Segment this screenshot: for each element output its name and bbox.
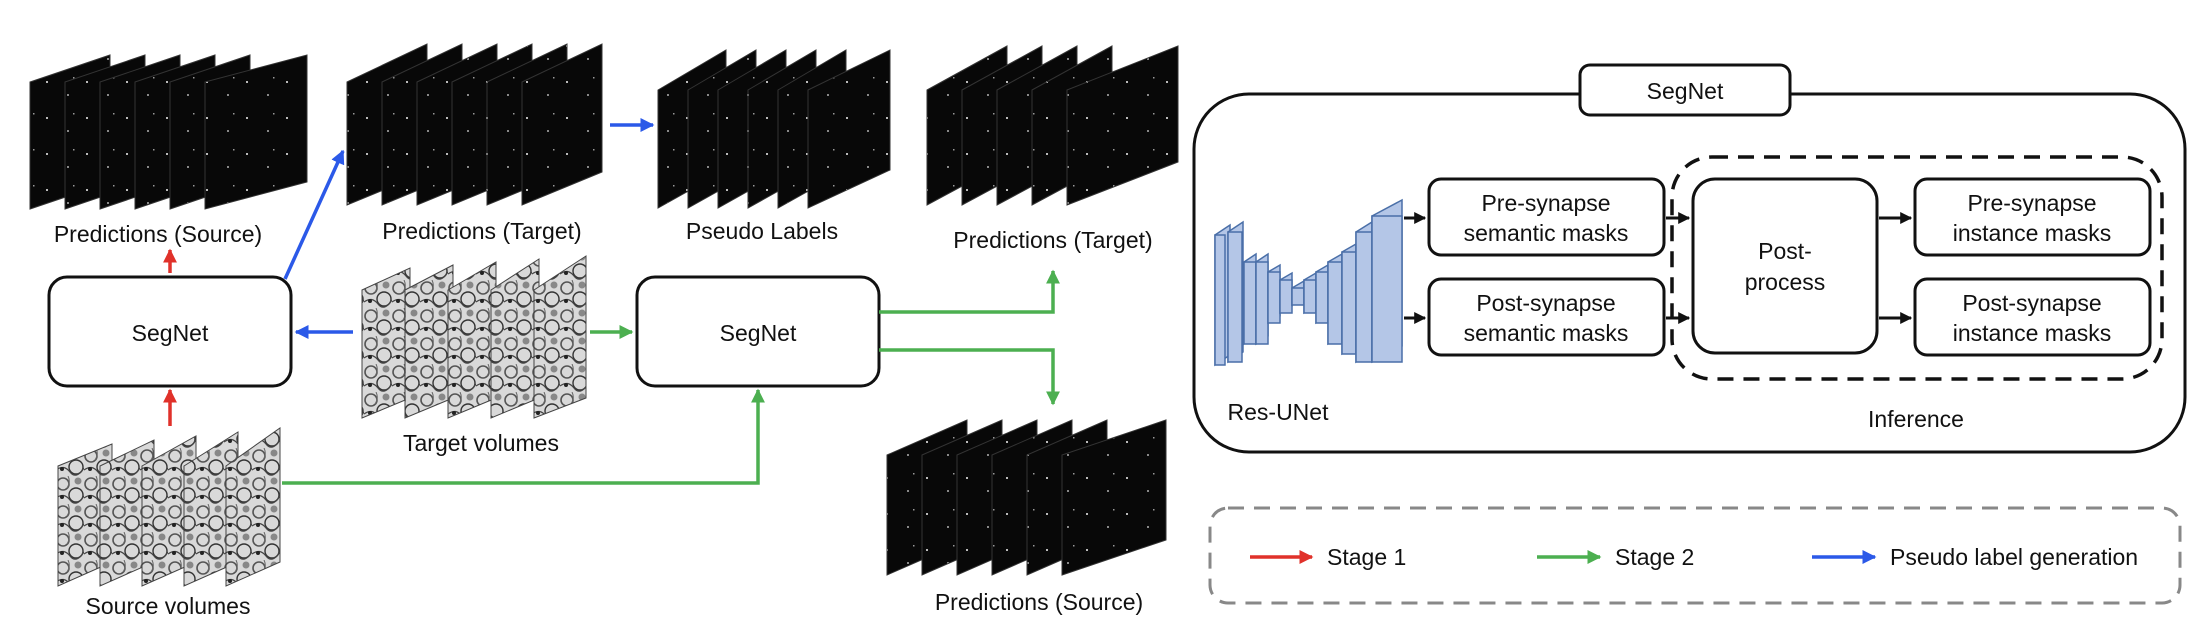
pre-instance-line1: Pre-synapse (1967, 190, 2096, 216)
post-instance-line2: instance masks (1953, 320, 2112, 346)
pred-source-bottom-stack (886, 419, 1167, 576)
pseudo-arrow-segnet-to-pred-target (283, 149, 345, 280)
post-instance-line1: Post-synapse (1962, 290, 2101, 316)
segnet-left-node: SegNet (47, 275, 293, 388)
pre-semantic-line1: Pre-synapse (1481, 190, 1610, 216)
segnet-center-node: SegNet (635, 275, 881, 388)
source-volumes-label: Source volumes (86, 593, 251, 619)
stage2-arrow-segnet-to-pred-target (879, 269, 1060, 314)
stage2-arrow-source-to-segnet (282, 388, 765, 485)
segnet-panel-title: SegNet (1647, 78, 1724, 104)
pred-target-top-label: Predictions (Target) (382, 218, 581, 244)
pred-target-right-stack (926, 45, 1179, 206)
post-instance-box (1913, 277, 2152, 357)
segnet-panel: SegNet Res-UNet Inference Pre-synapse se… (1192, 63, 2187, 454)
legend-stage2-label: Stage 2 (1615, 544, 1694, 570)
pseudo-labels-label: Pseudo Labels (686, 218, 838, 244)
pre-instance-line2: instance masks (1953, 220, 2112, 246)
pseudo-labels-stack (657, 49, 891, 209)
pred-target-top-stack (346, 43, 603, 206)
legend: Stage 1 Stage 2 Pseudo label generation (1208, 506, 2182, 605)
pred-source-top-label: Predictions (Source) (54, 221, 262, 247)
legend-item-stage1: Stage 1 (1250, 544, 1406, 570)
post-process-box (1691, 177, 1879, 355)
pred-source-top-stack (29, 54, 308, 210)
post-semantic-line2: semantic masks (1464, 320, 1629, 346)
pre-semantic-line2: semantic masks (1464, 220, 1629, 246)
inference-label: Inference (1868, 406, 1964, 432)
legend-pseudo-label: Pseudo label generation (1890, 544, 2138, 570)
post-semantic-line1: Post-synapse (1476, 290, 1615, 316)
segnet-left-label: SegNet (132, 320, 209, 346)
pre-semantic-box (1427, 177, 1666, 257)
target-volumes-label: Target volumes (403, 430, 559, 456)
res-unet-label: Res-UNet (1228, 399, 1330, 425)
segnet-panel-title-box (1578, 63, 1792, 117)
legend-item-pseudo: Pseudo label generation (1812, 544, 2138, 570)
pred-source-bottom-label: Predictions (Source) (935, 589, 1143, 615)
post-process-line1: Post- (1758, 238, 1812, 264)
target-volumes-stack (361, 255, 587, 419)
stage2-arrow-segnet-to-pred-source (879, 348, 1060, 406)
segnet-center-label: SegNet (720, 320, 797, 346)
legend-stage1-label: Stage 1 (1327, 544, 1406, 570)
source-volumes-stack (57, 427, 281, 587)
pred-target-right-label: Predictions (Target) (953, 227, 1152, 253)
legend-box (1208, 506, 2182, 605)
pre-instance-box (1913, 177, 2152, 257)
res-unet-icon (1214, 198, 1403, 367)
legend-item-stage2: Stage 2 (1537, 544, 1694, 570)
post-semantic-box (1427, 277, 1666, 357)
post-process-line2: process (1745, 269, 1826, 295)
